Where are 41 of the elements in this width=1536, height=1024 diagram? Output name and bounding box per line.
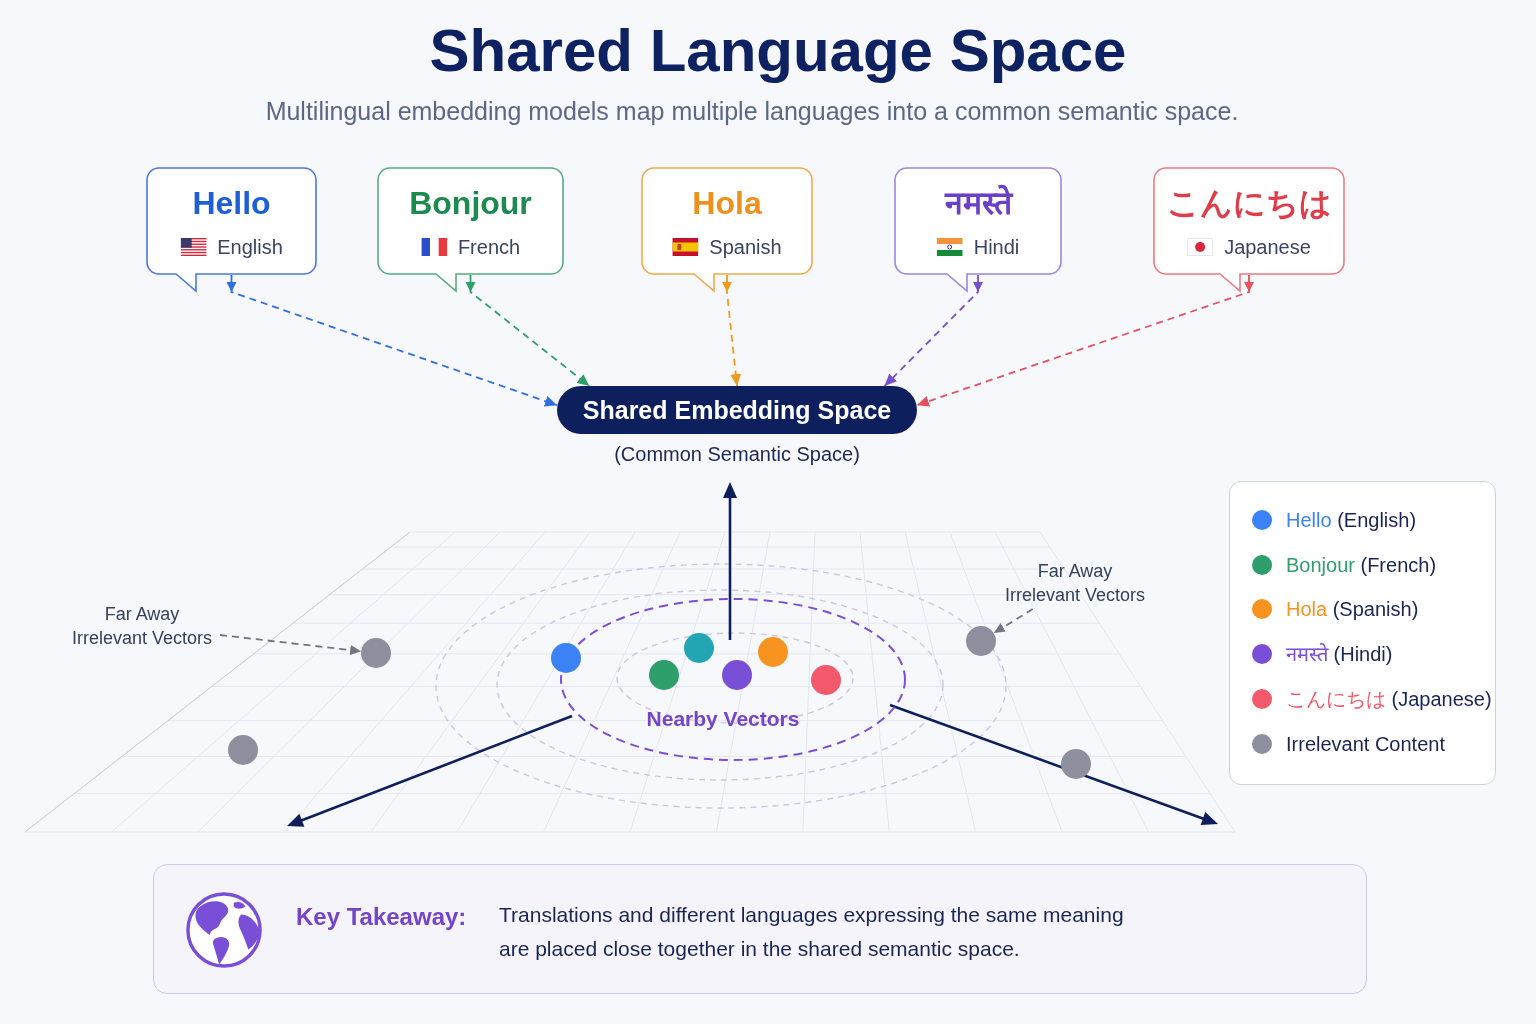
subtitle-text: Multilingual embedding models map multiple languages into a common semantic space.: [265, 96, 1239, 128]
title-pill: Shared Embedding Space: [557, 386, 917, 434]
greeting-word: नमस्ते: [944, 183, 1012, 223]
language-label: Hindi: [973, 235, 1020, 259]
legend-label: Bonjour (French): [1286, 552, 1437, 577]
legend-label: こんにちは (Japanese): [1286, 686, 1492, 711]
legend-label: नमस्ते (Hindi): [1286, 642, 1393, 667]
greeting-word: Hello: [192, 183, 271, 223]
greeting-word: Bonjour: [409, 183, 532, 223]
legend-label: Hola (Spanish): [1286, 597, 1419, 622]
dashed-arrow: [722, 274, 741, 387]
dashed-arrow: [916, 274, 1254, 407]
leader-line: [219, 634, 362, 655]
region-label: Nearby Vectors: [646, 706, 800, 732]
dot-icon: [966, 626, 996, 656]
dashed-arrow: [227, 274, 558, 407]
speech-bubble: [146, 167, 317, 292]
leader-line: [992, 608, 1034, 634]
speech-bubble: [377, 167, 564, 292]
dot-icon: [361, 638, 391, 668]
dashed-ellipse: [560, 598, 906, 761]
heading-text: Key Takeaway:: [296, 903, 467, 931]
legend-label: Hello (English): [1286, 508, 1417, 532]
dashed-arrow: [466, 274, 591, 387]
dashed-arrow: [883, 274, 983, 387]
speech-bubble: [894, 167, 1062, 292]
speech-bubble: [1153, 167, 1345, 292]
greeting-word: こんにちは: [1166, 183, 1332, 223]
body-text: Translations and different languages expressing the same meaning are placed close together in the shared semantic space.: [499, 902, 1125, 962]
takeaway-panel: [153, 864, 1367, 994]
language-label: Spanish: [709, 235, 782, 259]
legend-label: Irrelevant Content: [1286, 731, 1445, 756]
greeting-word: Hola: [692, 183, 762, 223]
language-label: Japanese: [1224, 235, 1311, 259]
language-label: French: [457, 235, 521, 259]
caption-text: (Common Semantic Space): [614, 442, 860, 466]
annotation-text: Far Away Irrelevant Vectors: [68, 602, 216, 650]
language-label: English: [217, 235, 283, 259]
title-text: Shared Language Space: [429, 15, 1127, 85]
annotation-text: Far Away Irrelevant Vectors: [1001, 559, 1149, 607]
speech-bubble: [641, 167, 813, 292]
